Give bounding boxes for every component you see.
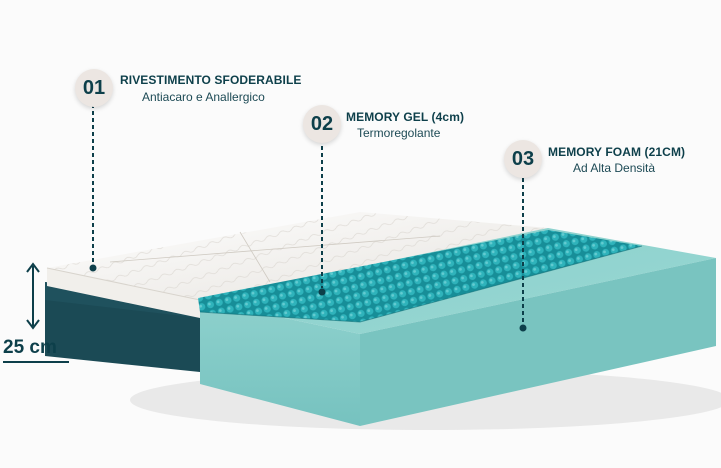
leader-dot-02 — [318, 288, 326, 296]
badge-layer-03: 03 — [504, 140, 542, 178]
label-subtitle-layer-01: Antiacaro e Anallergico — [142, 90, 265, 104]
badge-layer-01: 01 — [75, 69, 113, 107]
foam-side — [200, 300, 360, 426]
label-subtitle-layer-02: Termoregolante — [357, 126, 441, 140]
label-subtitle-layer-03: Ad Alta Densità — [573, 161, 656, 175]
foam-right — [360, 258, 716, 426]
label-title-layer-02: MEMORY GEL (4cm) — [346, 110, 465, 124]
gel-layer — [198, 230, 642, 322]
height-underline — [3, 361, 69, 363]
height-label: 25 cm — [3, 337, 57, 358]
label-title-layer-03: MEMORY FOAM (21CM) — [548, 145, 686, 159]
label-title-layer-01: RIVESTIMENTO SFODERABILE — [120, 73, 302, 87]
badge-layer-02: 02 — [303, 105, 341, 143]
height-arrow — [26, 262, 40, 330]
leader-dot-03 — [519, 324, 527, 332]
cover-edge — [47, 268, 200, 318]
leader-dot-01 — [89, 264, 97, 272]
